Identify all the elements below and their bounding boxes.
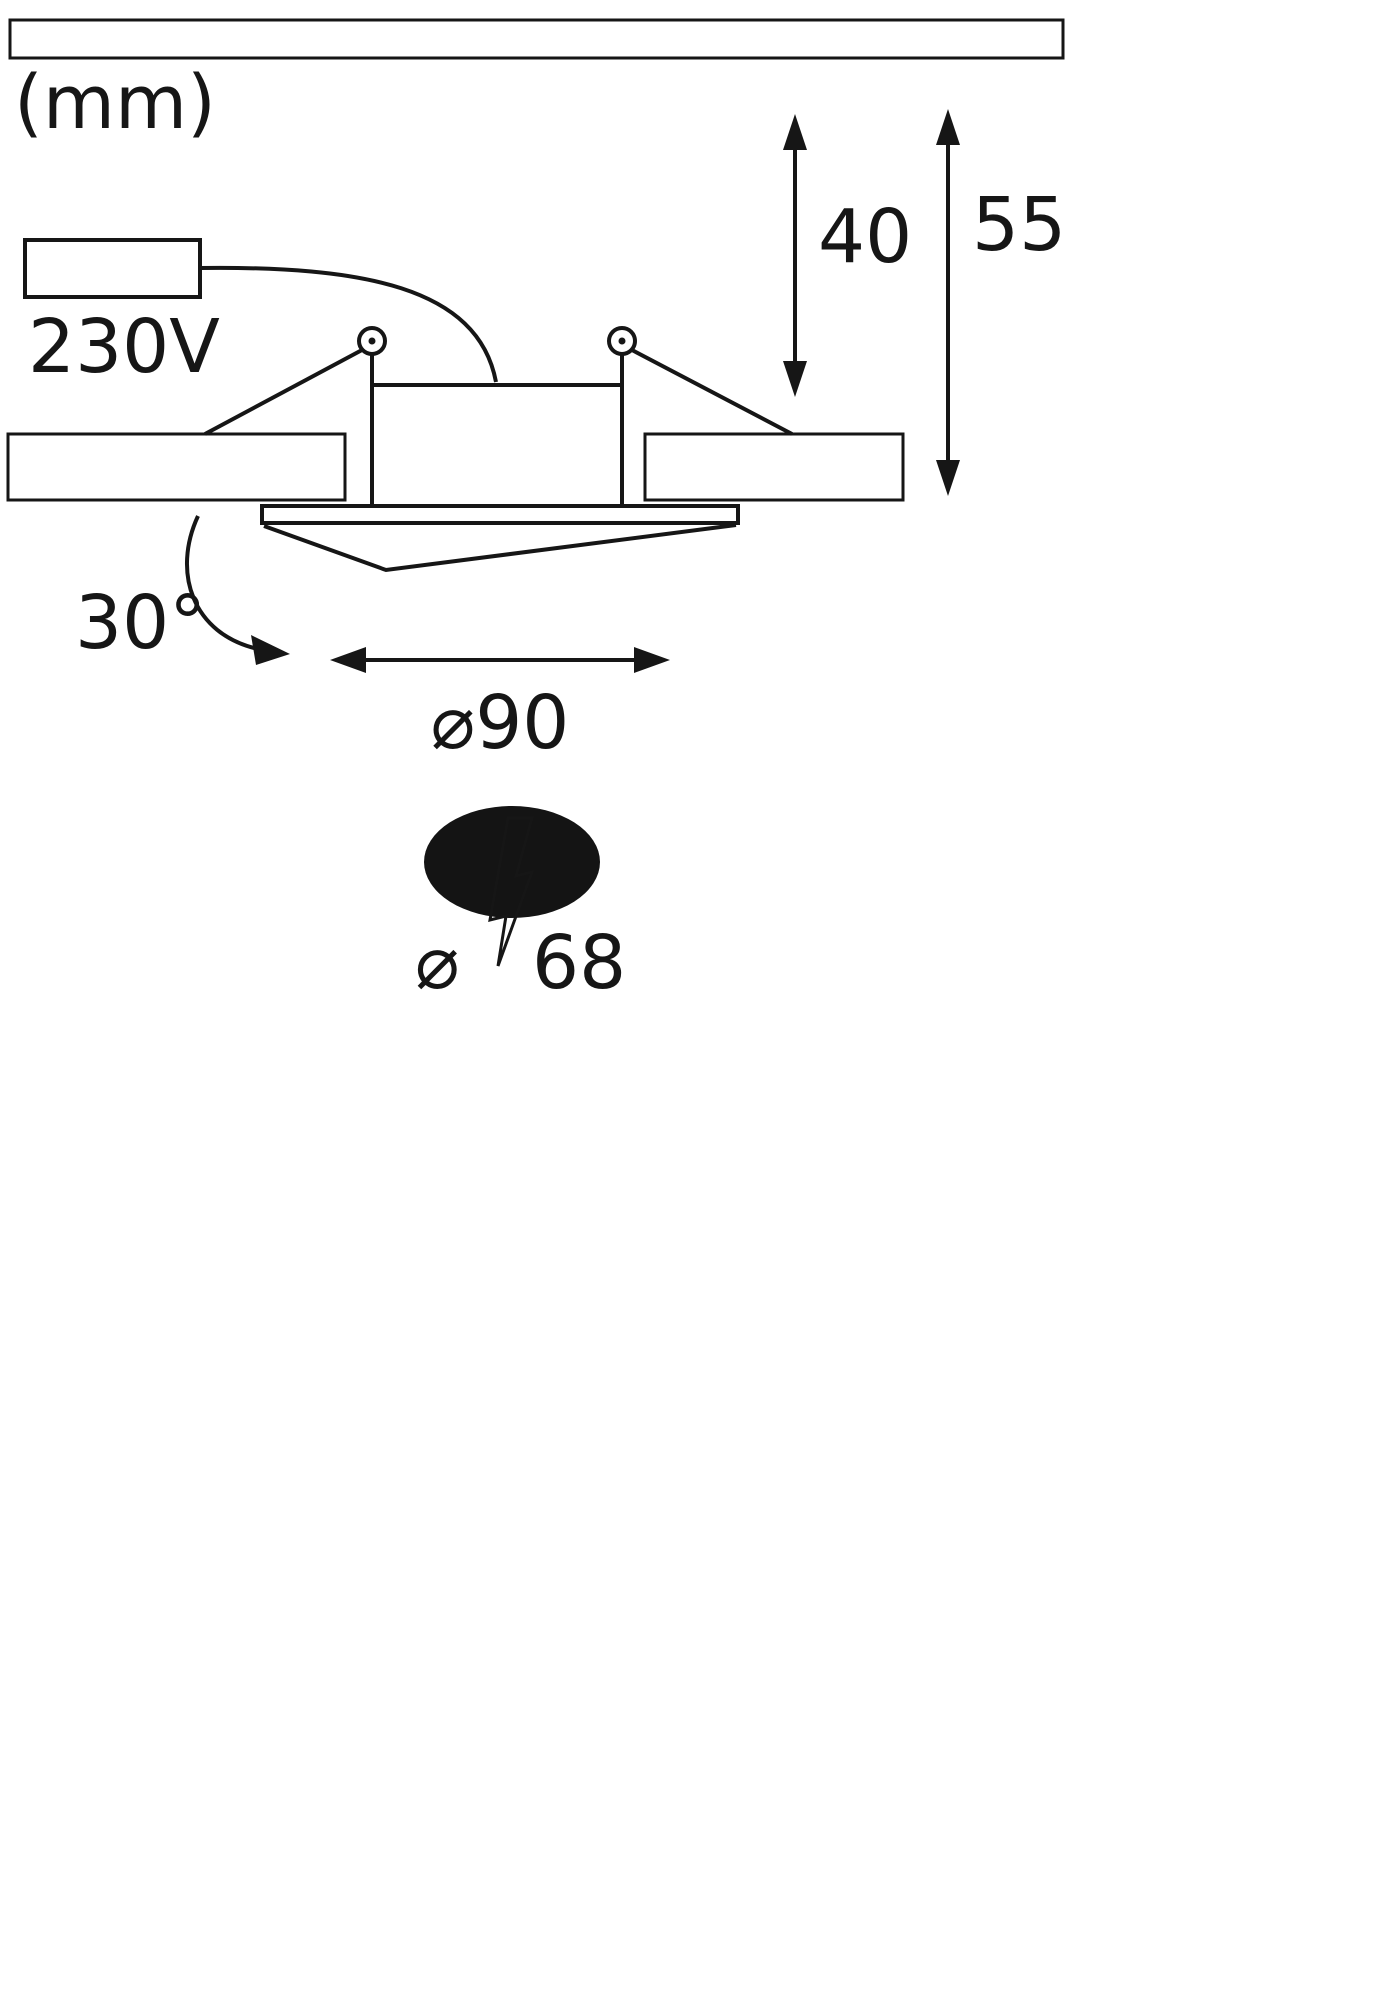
left-spring-arm	[204, 348, 363, 436]
cutout-ellipse	[424, 806, 600, 918]
lightning-bolt-icon	[488, 816, 535, 967]
tilted-lamp-face	[263, 523, 737, 573]
power-cable	[199, 265, 498, 383]
tilt-arc-arrow	[184, 515, 259, 651]
right-spring-arm	[631, 348, 793, 436]
dim-55-bottom-arrowhead-icon	[936, 460, 960, 496]
dim-55-label: 55	[972, 182, 1066, 268]
driver-box	[23, 238, 202, 299]
dim-40-top-arrowhead-icon	[783, 114, 807, 150]
tilt-angle-label: 30°	[75, 580, 206, 666]
unit-label: (mm)	[14, 60, 216, 146]
ceiling-panel	[8, 18, 1065, 60]
dim-40-label: 40	[818, 194, 912, 280]
cutout-diameter-symbol: ⌀	[415, 920, 460, 1006]
dim-90-left-arrowhead-icon	[330, 647, 366, 673]
left-pivot-dot	[368, 337, 376, 345]
cutout-diameter-value: 68	[532, 920, 626, 1006]
dim-90-right-arrowhead-icon	[634, 647, 670, 673]
tilt-arrowhead-icon	[251, 635, 290, 665]
ceiling-right-block	[643, 432, 905, 502]
diameter-90-label: ⌀90	[431, 680, 570, 766]
ceiling-left-block	[6, 432, 347, 502]
dim-55-top-arrowhead-icon	[936, 109, 960, 145]
voltage-label: 230V	[28, 304, 220, 390]
right-pivot-dot	[618, 337, 626, 345]
trim-ring	[260, 504, 740, 525]
dim-40-bottom-arrowhead-icon	[783, 361, 807, 397]
